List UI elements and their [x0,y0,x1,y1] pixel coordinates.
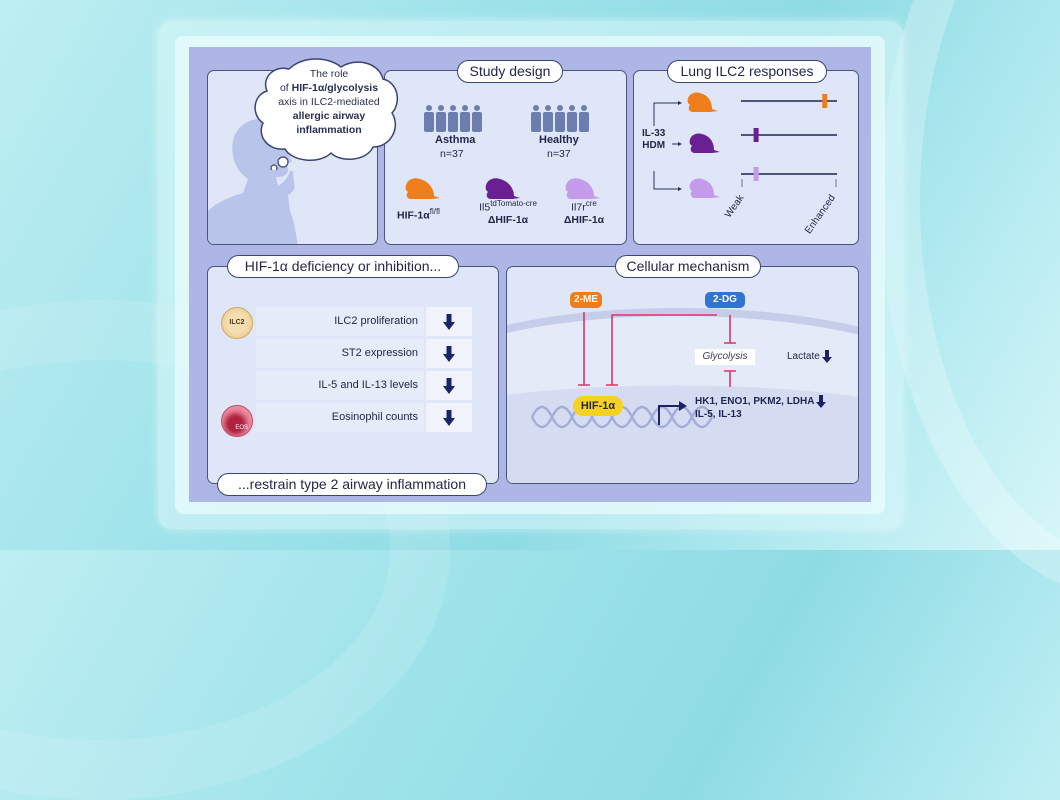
effect-row-label: IL-5 and IL-13 levels [318,379,418,391]
arrow-head [678,101,682,105]
mouse-label-il7r: Il7rcre ΔHIF-1α [559,199,609,226]
lung-response-diagram [653,92,837,198]
mouse-label-hif-flfl: HIF-1αfl/fl [397,207,440,222]
thought-line: allergic airway [292,110,366,122]
mouse-label-text: HIF-1α [397,209,430,222]
effect-row-label: ILC2 proliferation [334,315,418,327]
lactate-label: Lactate [787,350,832,363]
effect-arrow-cell [426,371,472,400]
group-n-asthma: n=37 [440,148,464,160]
down-arrow-icon [816,395,827,408]
target-genes: HK1, ENO1, PKM2, LDHA IL-5, IL-13 [695,395,827,421]
asthma-people-icon [424,105,482,132]
thinking-person-icon [208,118,298,244]
group-label-asthma: Asthma [435,134,476,146]
deficiency-footer: ...restrain type 2 airway inflammation [217,473,487,496]
thought-bubble-icon [254,58,399,170]
mouse-label-sup: tdTomato-cre [490,199,537,208]
arrow-head [679,401,687,411]
ilc2-icon-label: ILC2 [229,319,245,326]
effect-row: ST2 expression [256,339,424,368]
thought-text: The role of HIF-1α/glycolysis axis in IL… [265,67,393,137]
lung-responses-title: Lung ILC2 responses [667,60,827,83]
mouse-icon-purple [689,133,720,153]
effect-row-label: ST2 expression [341,347,418,359]
mouse-icon-orange [405,178,440,199]
glycolysis-label: Glycolysis [695,349,755,365]
mouse-label-il5: Il5tdTomato-cre ΔHIF-1α [468,199,548,226]
mechanism-title: Cellular mechanism [615,255,761,278]
mouse-icon-lilac [689,178,720,198]
mouse-label-text: Il7r [571,201,586,214]
down-arrow-icon [443,410,455,426]
effect-row: IL-5 and IL-13 levels [256,371,424,400]
panel-lung-responses: IL-33 HDM Weak Enhanced [633,70,859,245]
inhibition-lines [578,312,736,387]
effect-row: Eosinophil counts [256,403,424,432]
mouse-icon-orange [687,92,718,112]
response-marker [753,167,759,181]
inhibitor-2me: 2-ME [570,292,602,308]
study-design-title: Study design [457,60,563,83]
thought-prefix: of [279,82,292,94]
inhibitor-2dg: 2-DG [705,292,745,308]
eosinophil-icon: EOS [221,405,253,437]
thought-line: inflammation [296,124,362,136]
down-arrow-icon [821,350,832,363]
down-arrow-icon [443,346,455,362]
down-arrow-icon [443,378,455,394]
mouse-label-sup: fl/fl [429,207,440,216]
stimulus-line: HDM [642,140,666,151]
response-markers [753,94,828,181]
thought-line: of HIF-1α/glycolysis [265,81,393,95]
background-swoosh [880,0,1060,600]
thought-line: The role [309,68,349,80]
mouse-icon-lilac [565,178,600,199]
lactate-text: Lactate [787,351,820,362]
stimulus-label: IL-33 HDM [642,128,665,152]
group-label-healthy: Healthy [539,134,579,146]
mechanism-diagram [507,308,858,483]
mouse-icon-purple [485,178,520,199]
mouse-label-line2: ΔHIF-1α [563,213,605,226]
panel-mechanism: 2-ME 2-DG Glycolysis Lactate HIF-1α HK1,… [506,266,859,484]
ilc2-cell-icon: ILC2 [221,307,253,339]
response-marker [822,94,828,108]
healthy-people-icon [531,105,589,132]
genes-line: IL-5, IL-13 [695,409,742,420]
effect-row: ILC2 proliferation [256,307,424,336]
response-marker [753,128,759,142]
axis-ticks [741,179,837,187]
mouse-label-line2: ΔHIF-1α [487,213,529,226]
panel-study-design: Asthma n=37 Healthy n=37 HIF-1αfl/fl Il5… [384,70,627,245]
arrow-head [678,187,682,191]
graphical-abstract: The role of HIF-1α/glycolysis axis in IL… [189,47,871,502]
eos-icon-label: EOS [235,425,248,431]
effect-arrow-cell [426,339,472,368]
stimulus-line: IL-33 [642,128,666,139]
arrow-head [678,142,682,146]
deficiency-title: HIF-1α deficiency or inhibition... [227,255,459,278]
thought-bold: HIF-1α/glycolysis [291,82,379,94]
down-arrow-icon [443,314,455,330]
genes-line: HK1, ENO1, PKM2, LDHA [695,396,815,407]
effect-row-label: Eosinophil counts [331,411,418,423]
group-n-healthy: n=37 [547,148,571,160]
transcription-arrow-icon [658,405,679,425]
thought-line: axis in ILC2-mediated [278,96,380,108]
effect-arrow-cell [426,403,472,432]
effect-arrow-cell [426,307,472,336]
stimulus-connector [653,102,678,190]
mouse-label-sup: cre [585,199,597,208]
hif1a-badge: HIF-1α [573,396,623,416]
mouse-label-text: Il5 [479,201,491,214]
